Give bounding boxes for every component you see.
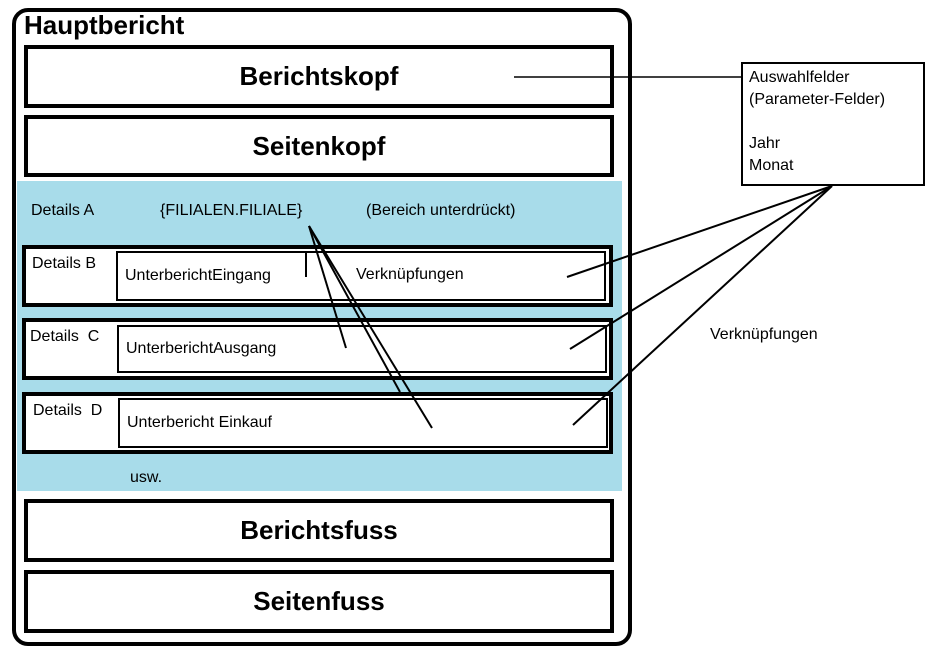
main-report-title: Hauptbericht xyxy=(24,10,185,40)
parameter-title: Auswahlfelder xyxy=(749,69,850,86)
parameter-spacer xyxy=(749,111,917,133)
report-header-label: Berichtskopf xyxy=(239,61,399,91)
subreport-einkauf-label: Unterbericht Einkauf xyxy=(127,414,272,431)
details-c-label: Details C xyxy=(30,328,100,345)
parameter-year: Jahr xyxy=(749,135,781,152)
subreport-ausgang[interactable]: UnterberichtAusgang xyxy=(117,325,607,373)
subreport-einkauf[interactable]: Unterbericht Einkauf xyxy=(118,398,608,448)
page-header-band[interactable]: Seitenkopf xyxy=(24,115,614,177)
page-footer-label: Seitenfuss xyxy=(253,586,385,616)
filiale-field[interactable]: {FILIALEN.FILIALE} xyxy=(160,202,303,219)
details-a-label: Details A xyxy=(31,202,95,219)
details-d-label: Details D xyxy=(33,402,103,419)
subreport-eingang-label: UnterberichtEingang xyxy=(125,267,271,284)
subreport-ausgang-label: UnterberichtAusgang xyxy=(126,340,277,357)
suppressed-note: (Bereich unterdrückt) xyxy=(366,202,516,219)
details-b-label: Details B xyxy=(32,255,97,272)
details-b-links-label: Verknüpfungen xyxy=(356,266,464,283)
parameter-subtitle: (Parameter-Felder) xyxy=(749,91,886,108)
page-footer-band[interactable]: Seitenfuss xyxy=(24,570,614,633)
parameter-month: Monat xyxy=(749,157,794,174)
links-label: Verknüpfungen xyxy=(710,326,818,343)
parameter-fields-box[interactable]: Auswahlfelder (Parameter-Felder) Jahr Mo… xyxy=(741,62,925,186)
page-header-label: Seitenkopf xyxy=(252,130,386,161)
report-footer-band[interactable]: Berichtsfuss xyxy=(24,499,614,562)
report-header-band[interactable]: Berichtskopf xyxy=(24,45,614,108)
etc-label: usw. xyxy=(130,469,163,486)
report-footer-label: Berichtsfuss xyxy=(240,515,398,545)
